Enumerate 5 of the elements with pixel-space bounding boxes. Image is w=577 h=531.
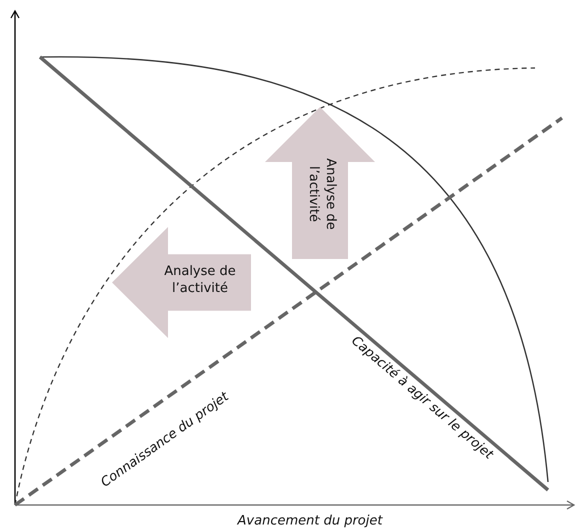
axis-label: Avancement du projet bbox=[238, 514, 382, 528]
block-arrow bbox=[112, 227, 251, 338]
arrow-label: Analyse de l’activité bbox=[163, 263, 237, 297]
block-arrow bbox=[265, 107, 375, 259]
arrow-label: Analyse de l’activité bbox=[305, 157, 339, 232]
